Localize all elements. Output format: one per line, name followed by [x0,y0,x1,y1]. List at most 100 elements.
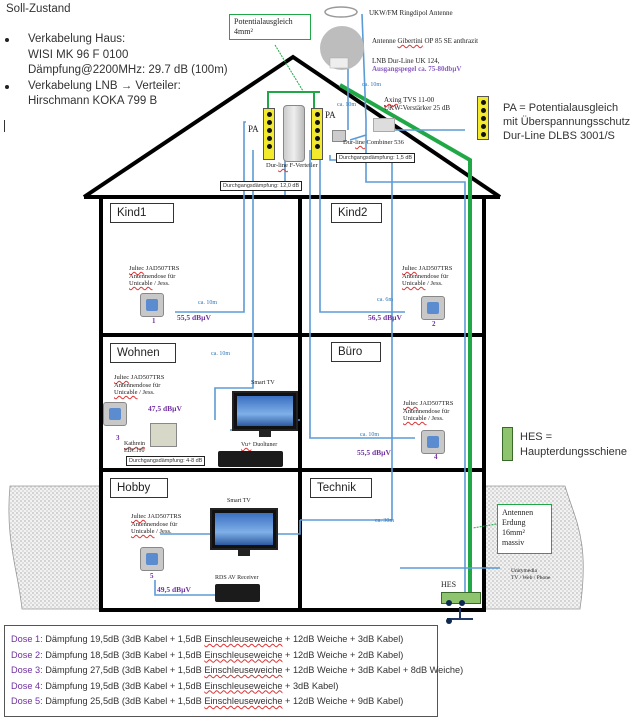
outlet-label-5: Jultec JAD507TRS Antennendose für Unicab… [131,513,181,536]
signal-level-4: 55,5 dBµV [357,448,391,457]
outlet-standard-suffix: / Jess. [425,280,443,287]
outlet-standard: Unicable [114,389,138,396]
ground-line3: 16mm² [502,528,525,537]
pa-label-left: PA [248,124,259,134]
combiner-suffix: Combiner 536 [364,139,404,146]
dose-label: Dose 5: [11,696,43,706]
amplifier-label: Axing TVS 11-00 UKW-Verstärker 25 dB [384,96,450,112]
combiner-label: Dur-line Combiner 536 [343,139,404,146]
switch-model: EBC110 [124,448,145,454]
dose-term: Einschleuseweiche [204,665,283,675]
ground-wire [339,83,472,600]
cable-length-1: ca. 10m [198,300,217,306]
combiner-prefix: Dur- [343,139,356,146]
dose-term: Einschleuseweiche [204,696,283,706]
dose-term: Einschleuseweiche [204,680,283,691]
house-walls [99,195,486,612]
outlet-number-3: 3 [116,434,120,442]
dose-term: Einschleuseweiche [204,649,283,660]
signal-level-1: 55,5 dBµV [177,313,211,322]
dose-label: Dose 2: [11,649,43,660]
ukw-antenna [324,6,358,18]
attenuation-legend: Dose 1: Dämpfung 19,5dB (3dB Kabel + 1,5… [4,625,463,717]
dose-text: + 12dB Weiche + 3dB Kabel) [282,634,404,644]
antenna-outlet-3 [103,402,127,426]
outlet-label-3: Jultec JAD507TRS Antennendose für Unicab… [114,374,164,397]
f-distributor-device [283,105,305,162]
bullet-text: Verkabelung Haus: [28,33,126,45]
outlet-label-4: Jultec JAD507TRS Antennendose für Unicab… [403,400,453,423]
outlet-desc: Antennendose für [129,272,176,280]
cable-length-technik: ca. 30m [375,518,394,524]
room-label-hobby: Hobby [110,478,168,498]
pa-legend-line2: mit Überspannungsschutz [503,116,631,128]
cable-spec-list: Verkabelung Haus: WISI MK 96 F 0100 Dämp… [5,32,228,110]
ground-line4: massiv [502,538,525,547]
switch-brand: Kathrein [124,441,145,447]
outlet-desc: Antennendose für [402,272,449,280]
potential-equalization-box: Potentialausgleich 4mm² [229,14,311,40]
cable-length-3: ca. 10m [211,351,230,357]
page-title: Soll-Zustand [6,3,71,15]
outlet-number-4: 4 [434,453,438,461]
provider-label: Unitymedia TV / Web / Phone [511,568,550,582]
hes-legend: HES = Haupterdungsschiene [520,430,627,460]
cable-length-2: ca. 6m [377,297,393,303]
bullet-text: Dämpfung@2200MHz: 29.7 dB (100m) [28,64,228,76]
dose-term: Einschleuseweiche [204,634,283,644]
room-label-wohnen: Wohnen [110,343,176,363]
dish-prefix: Antenne [372,37,398,45]
lnb-label: LNB Dur-Line UK 124, Ausgangspegel ca. 7… [372,57,461,73]
dose-text: + 12dB Weiche + 2dB Kabel) [282,649,404,660]
bullet-text: Verkabelung LNB → Verteiler: [28,79,181,92]
bullet-text: WISI MK 96 F 0100 [28,48,129,61]
outlet-brand: Jultec [129,265,145,272]
pa-legend: PA = Potentialausgleich mit Überspannung… [503,101,630,143]
pa-legend-line3: Dur-Line DLBS 3001/S [503,130,615,142]
cable-length-lnb: ca. 10m [362,82,381,88]
dose-label: Dose 1: [11,634,43,644]
signal-level-5: 49,5 dBµV [157,585,191,594]
switch-loss-note: Durchgangsdämpfung: 4-8 dB [126,456,206,466]
cable-length-ukw: ca. 10m [337,102,356,108]
combiner-device [332,130,346,142]
outlet-model: JAD507TRS [417,265,453,272]
outlet-standard: Unicable [402,280,426,287]
amplifier-device [373,118,395,132]
pa-bar-left [263,108,275,160]
ground-line2: Erdung [502,518,526,527]
dish-brand: Gibertini [397,37,423,45]
outlet-model: JAD507TRS [146,513,182,520]
dose-text: + 12dB Weiche + 3dB Kabel + 8dB Weiche) [282,665,464,675]
room-label-kind1: Kind1 [110,203,174,223]
outlet-standard-suffix: / Jess. [137,389,155,396]
tuner-label: Vu+ Duoltuner [241,442,277,448]
outlet-brand: Jultec [402,265,418,272]
dose-label: Dose 3: [11,665,43,675]
ukw-antenna-label: UKW/FM Ringdipol Antenne [369,9,453,17]
outlet-standard: Unicable [131,528,155,535]
bullet-text: Hirschmann KOKA 799 B [28,95,158,107]
switch-label: Kathrein EBC110 [124,441,145,455]
outlet-model: JAD507TRS [418,400,454,407]
receiver-label: RDS AV Receiver [215,575,259,581]
pa-bar-right [311,108,323,160]
antenna-outlet-1 [140,293,164,317]
pa-legend-line1: PA = Potentialausgleich [503,102,619,114]
dose-text: + 12dB Weiche + 9dB Kabel) [282,696,404,706]
ground-line1: Antennen [502,508,534,517]
outlet-standard: Unicable [129,280,153,287]
dose-row: Dose 1: Dämpfung 19,5dB (3dB Kabel + 1,5… [5,632,437,648]
outlet-brand: Jultec [131,513,147,520]
provider-services: TV / Web / Phone [511,575,551,581]
dose-label: Dose 4: [11,680,43,691]
distributor-loss-note: Durchgangsdämpfung: 12,0 dB [220,181,303,191]
antenna-outlet-2 [421,296,445,320]
room-label-kind2: Kind2 [331,203,382,223]
antenna-grounding-box: Antennen Erdung 16mm² massiv [497,504,552,554]
verteiler-suffix: F-Verteiler [287,162,318,169]
tuner-desc: Duoltuner [251,442,278,448]
outlet-standard-suffix: / Jess. [426,415,444,422]
pa-label-right: PA [325,110,336,120]
antenna-outlet-5 [140,547,164,571]
